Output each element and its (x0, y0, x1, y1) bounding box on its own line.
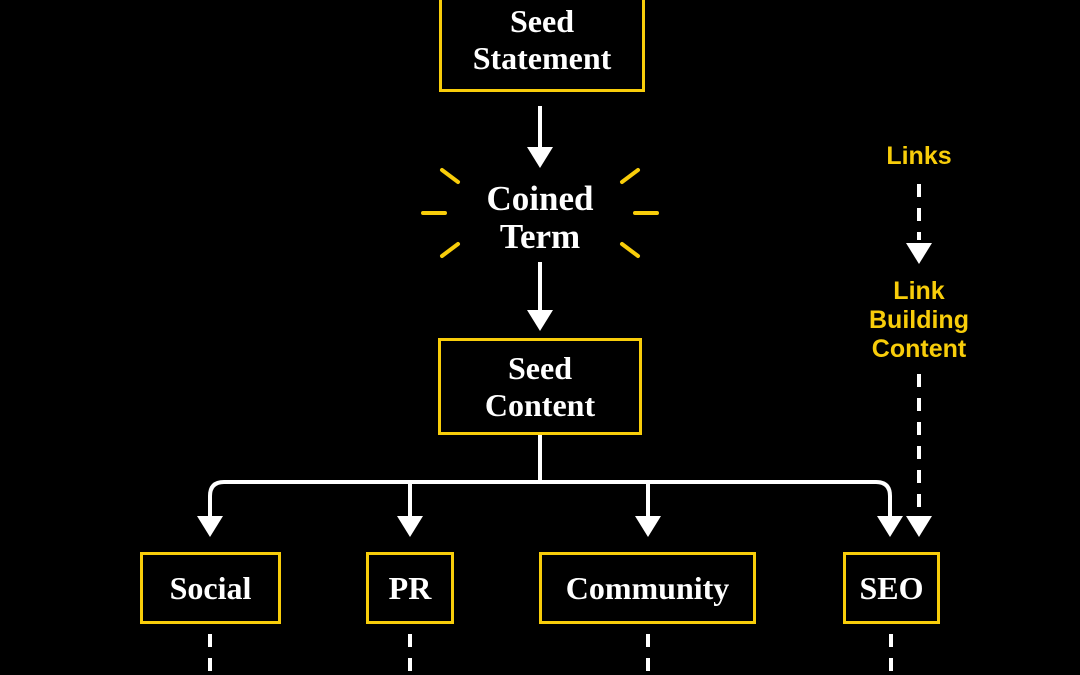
channel-label: Community (565, 569, 730, 606)
channel-box-seo: SEO (843, 552, 940, 624)
channel-box-community: Community (539, 552, 756, 624)
seed-statement-box: Seed Statement (439, 0, 645, 92)
seed-statement-label: Seed Statement (472, 3, 612, 76)
arrowhead-icon (906, 243, 932, 264)
arrowhead-icon (527, 310, 553, 331)
channel-label: PR (388, 569, 432, 606)
arrowhead-icon (397, 516, 423, 537)
channel-label: Social (169, 569, 252, 606)
burst-rays-icon (421, 168, 659, 258)
seed-content-box: Seed Content (438, 338, 642, 435)
arrowhead-icon (527, 147, 553, 168)
coined-term-label: Coined Term (486, 179, 594, 256)
channel-box-social: Social (140, 552, 281, 624)
seed-content-label: Seed Content (484, 349, 596, 423)
link-building-content-label: Link Building Content (869, 277, 969, 363)
links-label: Links (886, 142, 952, 170)
arrowhead-icon (877, 516, 903, 537)
channel-label: SEO (859, 569, 924, 606)
arrowhead-icon (906, 516, 932, 537)
arrowhead-icon (635, 516, 661, 537)
channel-box-pr: PR (366, 552, 454, 624)
arrowhead-icon (197, 516, 223, 537)
branch-bar (208, 480, 892, 517)
